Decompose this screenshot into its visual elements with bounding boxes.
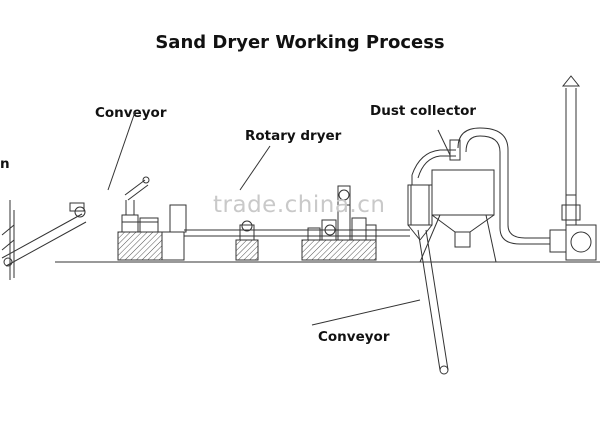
support-roller-1: [235, 145, 271, 261]
label-edge-fragment: n: [0, 156, 10, 172]
diagram-title: Sand Dryer Working Process: [155, 32, 445, 53]
fan-chimney: [549, 75, 597, 261]
dust-collector: [407, 127, 550, 263]
bottom-conveyor: [311, 229, 449, 375]
watermark: trade.china.cn: [213, 192, 386, 218]
label-conveyor-bottom: Conveyor: [318, 329, 390, 345]
left-conveyor: [1, 200, 87, 280]
label-conveyor-top: Conveyor: [95, 105, 167, 121]
label-dust-collector: Dust collector: [370, 103, 477, 119]
label-rotary-dryer: Rotary dryer: [245, 128, 342, 144]
drive-unit: [301, 185, 377, 261]
feeder-unit: [107, 111, 187, 261]
